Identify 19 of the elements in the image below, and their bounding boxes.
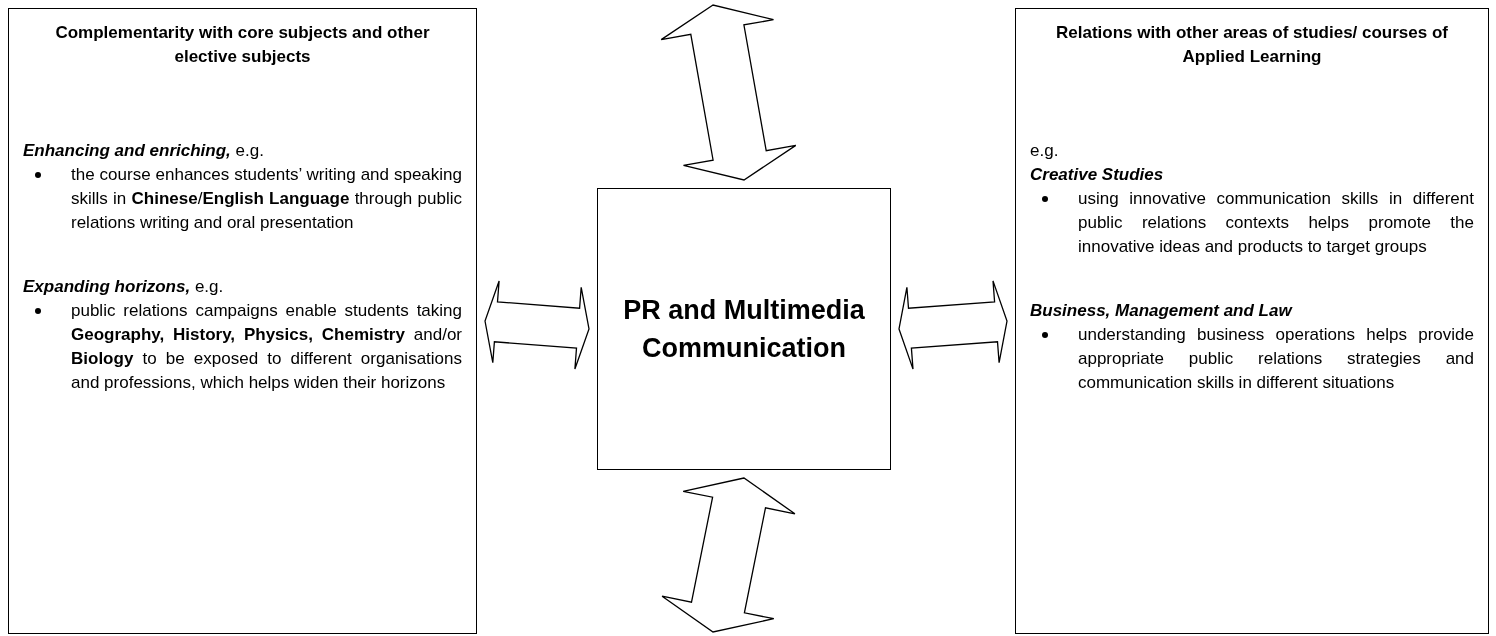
bullet-text: using innovative communication skills in different public relations contexts helps promote the innovative ideas and products to target groups	[1078, 188, 1474, 258]
double-block-arrow	[484, 280, 590, 370]
subheading: Creative Studies	[1030, 164, 1165, 186]
content-box	[1015, 8, 1489, 634]
center-title: PR and Multimedia Communication	[622, 294, 866, 365]
box-heading: Relations with other areas of studies/ courses of Applied Learning	[1054, 22, 1449, 68]
subheading: Business, Management and Law	[1030, 300, 1294, 322]
bullet-text: understanding business operations helps provide appropriate public relations strategies and communication skills in different situations	[1078, 324, 1474, 394]
subheading: Enhancing and enriching, e.g.	[23, 140, 265, 162]
center-box	[597, 188, 891, 470]
box-heading: Complementarity with core subjects and other elective subjects	[54, 22, 431, 68]
double-block-arrow	[898, 280, 1008, 370]
bullet-text: public relations campaigns enable students taking Geography, History, Physics, Chemistry and/or Biology to be exposed to different organisations and professions, which helps widen their horizons	[71, 300, 462, 394]
body-text: e.g.	[1030, 140, 1060, 162]
subheading: Expanding horizons, e.g.	[23, 276, 225, 298]
double-block-arrow	[661, 477, 796, 633]
double-block-arrow	[660, 4, 797, 181]
content-box	[8, 8, 477, 634]
bullet-text: the course enhances students’ writing and speaking skills in Chinese/English Language through public relations writing and oral presentation	[71, 164, 462, 234]
